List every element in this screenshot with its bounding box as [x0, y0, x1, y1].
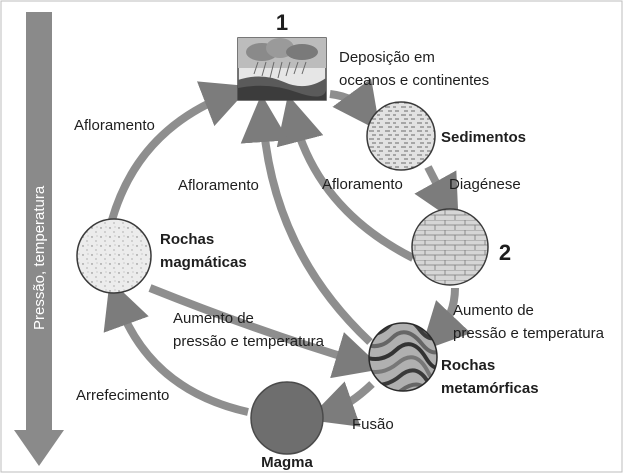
label-arrefecimento: Arrefecimento: [76, 387, 169, 404]
side-axis-label: Pressão, temperatura: [31, 185, 48, 330]
arrow-pressure-right: [420, 287, 471, 352]
label-afloramento-right: Afloramento: [322, 176, 403, 193]
label-deposicao-2: oceanos e continentes: [339, 72, 489, 89]
arrow-outcrop-sedimentary: [276, 94, 415, 262]
arrow-outcrop-magmatic: [108, 81, 251, 222]
label-rochas-magmaticas-2: magmáticas: [160, 254, 247, 271]
cycle-arrows: [103, 78, 471, 427]
label-afloramento-center: Afloramento: [178, 177, 259, 194]
label-rochas-magmaticas-1: Rochas: [160, 231, 214, 248]
sediment-layers-icon: [366, 101, 436, 171]
magma-blob-icon: [250, 381, 324, 455]
arrow-pressure-left: [148, 284, 383, 379]
label-diagenese: Diagénese: [449, 176, 521, 193]
label-fusao: Fusão: [352, 416, 394, 433]
label-rochas-metamorficas-1: Rochas: [441, 357, 495, 374]
label-magma: Magma: [261, 454, 313, 471]
label-afloramento-top-left: Afloramento: [74, 117, 155, 134]
arrow-deposition: [329, 78, 381, 132]
arrow-diagenesis: [414, 165, 459, 224]
pressure-temperature-side-arrow: Pressão, temperatura: [14, 12, 64, 466]
label-aumento-right-2: pressão e temperatura: [453, 325, 605, 342]
label-deposicao-1: Deposição em: [339, 49, 435, 66]
brick-rock-icon: [411, 208, 489, 286]
granite-speckle-icon: [76, 218, 152, 294]
clouds-rain-landscape-icon: [237, 37, 327, 101]
stage-number-2: 2: [499, 240, 511, 265]
label-rochas-metamorficas-2: metamórficas: [441, 380, 539, 397]
stage-number-1: 1: [276, 10, 288, 35]
arrow-outcrop-metamorphic: [240, 94, 373, 345]
label-aumento-right-1: Aumento de: [453, 302, 534, 319]
label-sedimentos: Sedimentos: [441, 129, 526, 146]
arrow-cooling: [103, 279, 249, 416]
folded-rock-icon: [368, 322, 438, 392]
arrow-fusion: [307, 381, 375, 427]
label-aumento-left-2: pressão e temperatura: [173, 333, 325, 350]
label-aumento-left-1: Aumento de: [173, 310, 254, 327]
